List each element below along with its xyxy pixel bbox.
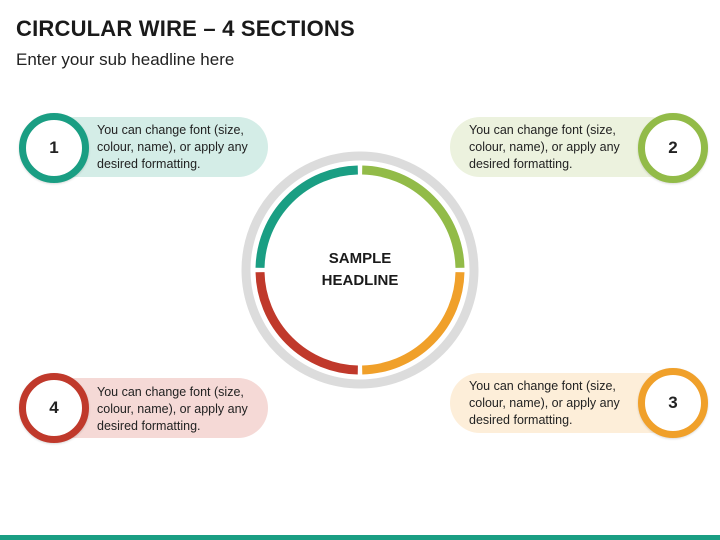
section-1-number-ring: 1 <box>19 113 89 183</box>
circular-wire-diagram <box>241 151 479 389</box>
wire-segment-3 <box>362 272 465 375</box>
page-subtitle: Enter your sub headline here <box>16 50 235 69</box>
inner-disc <box>265 175 455 365</box>
section-4-number: 4 <box>49 398 59 417</box>
section-2-number: 2 <box>668 138 678 157</box>
wire-segment-1 <box>255 165 358 268</box>
wire-segment-2 <box>362 165 465 268</box>
page-title: CIRCULAR WIRE – 4 SECTIONS <box>16 16 355 41</box>
section-3-number: 3 <box>668 393 678 412</box>
footer-bar <box>0 535 720 540</box>
section-3-text: You can change font (size, colour, name)… <box>469 379 620 427</box>
center-headline-line-1: SAMPLE <box>328 250 392 267</box>
center-headline: SAMPLE HEADLINE <box>300 248 420 292</box>
section-2-text: You can change font (size, colour, name)… <box>469 123 620 171</box>
section-4-number-ring: 4 <box>19 373 89 443</box>
outer-ring <box>241 151 479 389</box>
center-headline-line-2: HEADLINE <box>321 272 399 289</box>
section-1-text: You can change font (size, colour, name)… <box>97 123 248 171</box>
section-2-number-ring: 2 <box>638 113 708 183</box>
section-1-number: 1 <box>49 138 59 157</box>
section-3-number-ring: 3 <box>638 368 708 438</box>
wire-segment-4 <box>255 272 358 375</box>
section-4-text: You can change font (size, colour, name)… <box>97 385 248 433</box>
